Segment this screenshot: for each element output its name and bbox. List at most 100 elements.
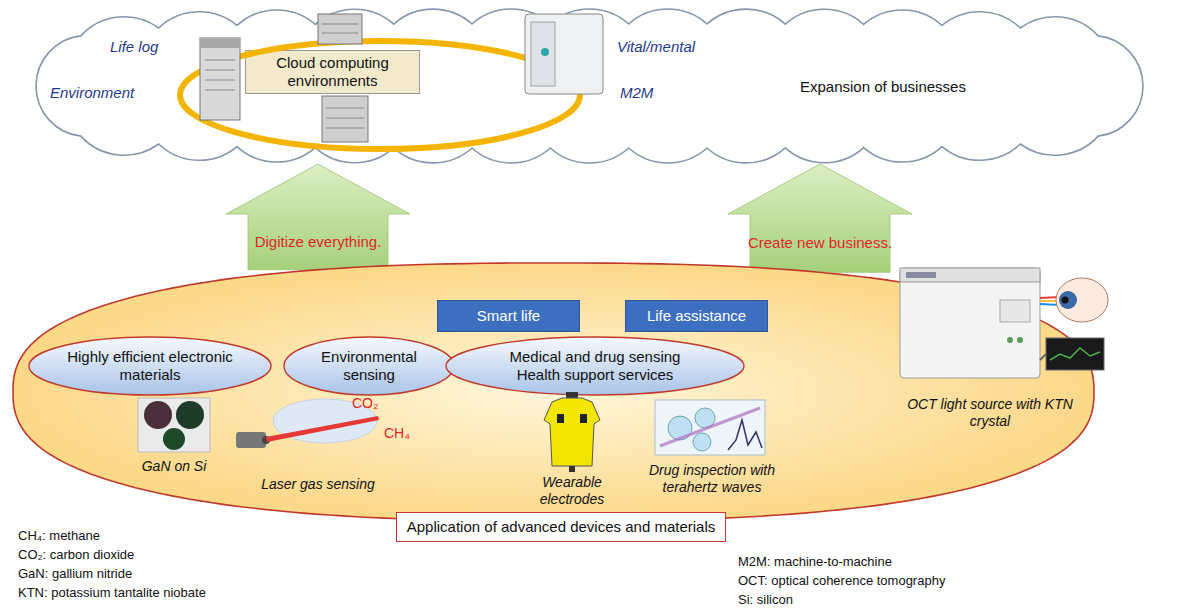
- cloud-label: Life log: [110, 38, 158, 55]
- server-icon: [200, 38, 240, 120]
- gan-wafer-photo: [176, 401, 204, 429]
- caption-label: OCT light source with KTN crystal: [905, 396, 1075, 430]
- abbreviation-holder: OCT: optical coherence tomography: [738, 571, 945, 589]
- cloud-region: Life log Vital/mentalEnvironment M2M Expans…: [12, 2, 1167, 170]
- gan-wafer-photo: [138, 398, 210, 452]
- block-arrow: [728, 164, 912, 272]
- gas-label: CH₄: [384, 425, 410, 442]
- oct-device: [900, 268, 1040, 378]
- eye-figure: [1040, 278, 1108, 370]
- server-icon: [326, 108, 364, 109]
- server-icon: [322, 96, 368, 142]
- abbreviation: M2M: machine-to-machine: [738, 554, 892, 569]
- abbreviation-holder: CH₄: methane: [18, 526, 100, 544]
- laser-gas-sensor: [262, 436, 270, 444]
- wearable-shirt: [580, 414, 587, 423]
- terahertz-figure: [660, 408, 760, 446]
- server-icon: [200, 38, 240, 48]
- cloud-ring: [180, 41, 580, 149]
- terahertz-figure: [655, 400, 765, 455]
- server-icon: [525, 14, 603, 94]
- field-ellipse-shape: [29, 337, 271, 395]
- category-box: Smart life: [437, 300, 580, 332]
- abbreviation: Si: silicon: [738, 592, 793, 607]
- cloud-region-outline: [12, 2, 1167, 170]
- laser-gas-sensor: [266, 416, 379, 442]
- abbreviation: CO₂: carbon dioxide: [18, 547, 134, 562]
- edge-label-holder: Create new business.: [748, 234, 892, 252]
- oct-device: [1017, 337, 1023, 343]
- cloud-label-holder: Vital/mental: [617, 38, 695, 56]
- node-text: Highly efficient electronic materials: [50, 348, 250, 384]
- abbreviation: OCT: optical coherence tomography: [738, 573, 945, 588]
- server-icon: [205, 70, 235, 71]
- abbreviation: KTN: potassium tantalite niobate: [18, 585, 206, 600]
- cloud-region-shape: [36, 9, 1143, 163]
- wearable-shirt: [544, 392, 600, 472]
- field-ellipse: Highly efficient electronic materials: [28, 336, 272, 396]
- gan-wafer-photo: [163, 428, 185, 450]
- abbreviation-holder: GaN: gallium nitride: [18, 564, 132, 582]
- caption-label-holder: GaN on Si: [109, 458, 239, 475]
- caption-label: Drug inspection with terahertz waves: [632, 462, 792, 496]
- server-icon: [200, 14, 603, 142]
- oct-device: [1007, 337, 1013, 343]
- caption-label: Laser gas sensing: [233, 476, 403, 493]
- server-icon: [322, 33, 358, 34]
- edge-label-holder: Digitize everything.: [255, 233, 382, 251]
- caption-label-holder: OCT light source with KTN crystal: [905, 396, 1075, 430]
- laser-gas-sensor: [236, 432, 266, 448]
- caption-label-holder: Laser gas sensing: [233, 476, 403, 493]
- field-ellipse-shape: [446, 337, 744, 395]
- eye-figure: [1040, 304, 1060, 305]
- terahertz-figure: [728, 420, 762, 450]
- oct-device: [900, 268, 1046, 378]
- node-text: Medical and drug sensing: [510, 348, 681, 366]
- caption-label-holder: Drug inspection with terahertz waves: [632, 462, 792, 496]
- cloud-label-holder: Environment: [50, 84, 134, 102]
- gan-wafer-photo: [138, 398, 210, 452]
- gas-label-holder: CH₄: [384, 424, 410, 442]
- server-icon: [205, 60, 235, 61]
- abbreviation-holder: KTN: potassium tantalite niobate: [18, 583, 206, 601]
- edge-label: Create new business.: [748, 234, 892, 252]
- terahertz-figure: [668, 416, 692, 440]
- cloud-label: M2M: [620, 84, 653, 101]
- abbreviation-holder: Si: silicon: [738, 590, 793, 608]
- server-icon: [531, 22, 555, 86]
- block-arrow: [226, 164, 410, 270]
- server-icon: [541, 48, 549, 56]
- terahertz-figure: [655, 400, 765, 455]
- cloud-computing-box: Cloud computing environments: [245, 50, 420, 94]
- oct-device: [906, 272, 936, 278]
- server-icon: [326, 118, 364, 119]
- eye-figure: [1059, 291, 1077, 309]
- gan-wafer-photo: [144, 401, 172, 429]
- business-label: Expansion of businesses: [800, 78, 966, 95]
- eye-figure: [1062, 297, 1069, 304]
- wearable-shirt: [557, 414, 564, 423]
- eye-figure: [1056, 278, 1108, 322]
- gas-label: CO₂: [352, 395, 378, 412]
- cloud-label: Vital/mental: [617, 38, 695, 55]
- wearable-shirt: [544, 398, 600, 466]
- cloud-label-holder: Life log: [110, 38, 158, 56]
- abbreviation: CH₄: methane: [18, 528, 100, 543]
- wearable-shirt: [566, 392, 578, 400]
- eye-figure: [1050, 348, 1100, 360]
- field-ellipse-shape: [284, 337, 454, 395]
- eye-figure: [1040, 297, 1060, 298]
- node-text: Smart life: [477, 307, 540, 325]
- eye-figure: [1040, 300, 1060, 302]
- node-text: Health support services: [517, 366, 674, 384]
- edge-label: Digitize everything.: [255, 233, 382, 251]
- server-icon: [205, 80, 235, 81]
- caption-label: GaN on Si: [109, 458, 239, 475]
- node-text: Environmental sensing: [309, 348, 429, 384]
- field-ellipse: Medical and drug sensingHealth support s…: [445, 336, 745, 396]
- server-icon: [326, 128, 364, 129]
- caption-label-holder: Wearable electrodes: [527, 474, 617, 508]
- terahertz-figure: [695, 408, 715, 428]
- wearable-shirt: [569, 466, 575, 472]
